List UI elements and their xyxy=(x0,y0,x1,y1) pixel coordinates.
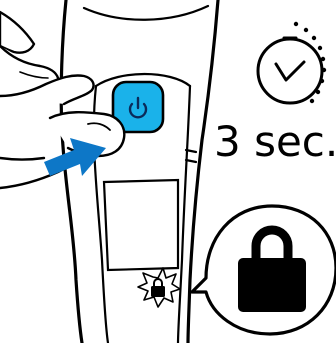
display-window xyxy=(104,180,178,270)
timer-icon xyxy=(258,22,326,103)
lock-indicator xyxy=(138,268,180,307)
lock-callout xyxy=(192,206,336,334)
duration-label: 3 sec. xyxy=(214,114,334,170)
